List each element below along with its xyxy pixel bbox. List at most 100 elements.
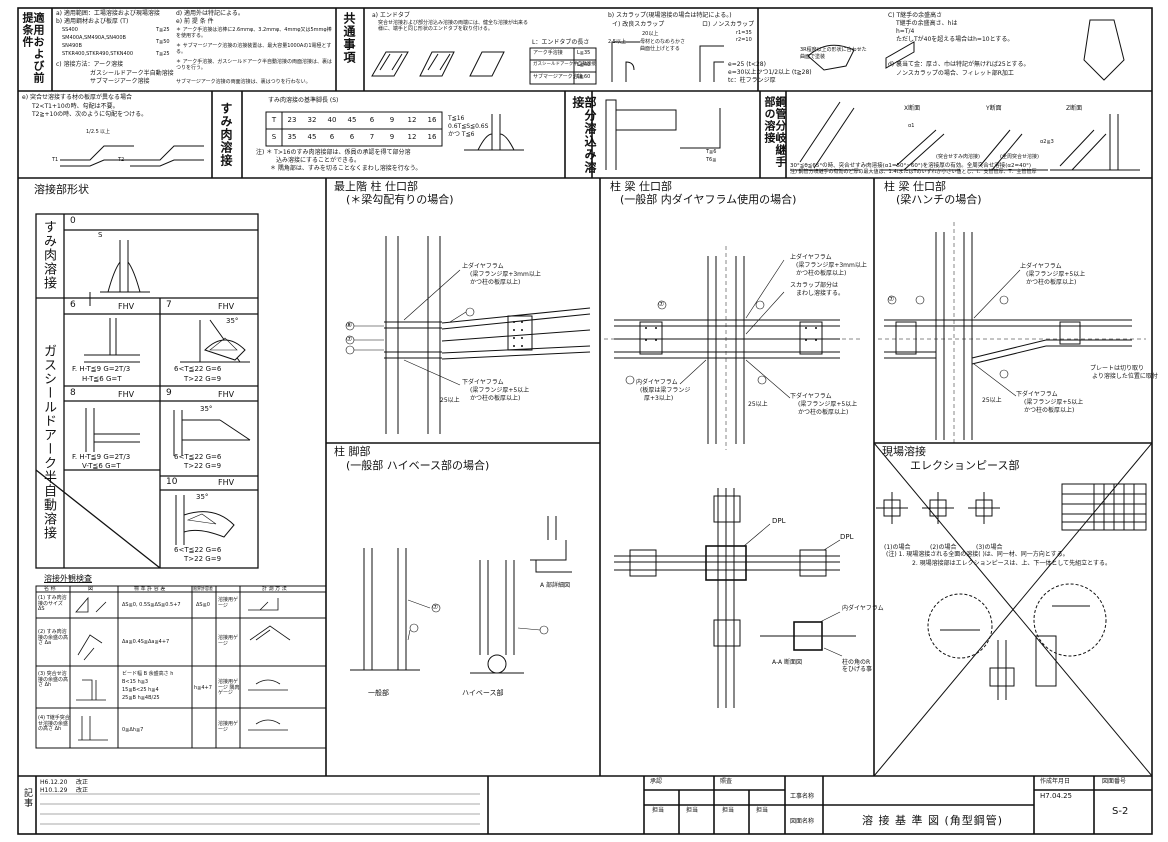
gaikan-head-3: 標 準 許 容 差 (134, 586, 166, 592)
p3-label-3: プレートは切り取り (1090, 365, 1145, 372)
tekiyou-grade-4: STKR400,STKR490,STKN400 (62, 51, 134, 57)
gaikan-row2-meth: 溶接用ゲージ (218, 635, 239, 647)
col-tanto-3: 担当 (722, 807, 735, 814)
bubun-dim-2: T6≦ (706, 157, 717, 163)
callout-8: ⑧ (346, 321, 353, 329)
cell-num-8: 8 (70, 388, 76, 398)
row2-left-s2: 以上 (100, 129, 111, 135)
sumi-right-3: かつ T≦6 (448, 131, 475, 138)
gaikan-row1-std: ΔS≧0, 0.5S≦ΔS≦0.5+7 (122, 602, 181, 608)
section-title-kyotsu: 共通事項 (342, 12, 356, 64)
tekiyou-line-c2: ガスシールドアーク半自動溶接 (90, 70, 174, 77)
zumen-label: 図面名称 (790, 818, 815, 825)
sumi-s-5: 7 (369, 133, 375, 141)
p6-legend-3: (3)の場合 (976, 544, 1003, 551)
cell-sym-0: S (98, 231, 103, 239)
kyotsu-b-note3: tc：柱フランジ厚 (728, 77, 776, 84)
cell-sym-7: FHV (218, 302, 235, 311)
gaikan-row2-name: (2) すみ肉溶接の余盛の高さ Δa (38, 629, 69, 646)
gaikan-row3-lim: h≦4+7 (194, 685, 212, 691)
kyotsu-b-s8: 曲面で塗装 (800, 54, 826, 60)
p3-label-8: 25以上 (982, 397, 1002, 404)
panel2-subtitle: (一般部 内ダイヤフラム使用の場合) (620, 193, 797, 206)
sumi-note-2: ＊ 隅角部は、すみを切ることなくまわし溶接を行なう。 (270, 165, 422, 172)
sumi-s-head: S (271, 133, 277, 141)
p2-label-0: 上ダイヤフラム (790, 254, 832, 261)
tekiyou-grade-2: SM400A,SM490A,SN400B (62, 35, 126, 41)
rev-1-date: H6.12.20 (40, 779, 68, 786)
gaikan-row3-std3: 15≦B<25 h≦4 (122, 687, 159, 693)
sumi-t-4: 45 (347, 116, 357, 124)
p3-label-2: かつ柱の板厚以上) (1026, 279, 1077, 286)
kyotsu-b-s5: 母材とのなめらかさ (640, 39, 685, 45)
cell-sym-8: FHV (118, 390, 135, 399)
tekiyou-grade-1: SS400 (62, 27, 78, 33)
tekiyou-right-1: ＊ アーク手溶接は溶棒に2.6mmφ、3.2mmφ、4mmφ又は5mmφ棒を使用… (176, 27, 332, 39)
left-panel-title: 溶接部形状 (34, 183, 89, 196)
p1-label-1: (梁フランジ厚+3mm以上 (470, 271, 541, 278)
p2-label-11: 25以上 (748, 401, 768, 408)
cell-angle-9: 35° (200, 405, 213, 413)
cell-spec-10a: 6<T≦22 G=6 (174, 546, 222, 554)
p3-label-5: 下ダイヤフラム (1016, 391, 1058, 398)
p1-label-5: かつ柱の板厚以上) (470, 395, 521, 402)
gaikan-row1-name: (1) すみ肉溶接のサイズ ΔS (38, 595, 67, 612)
tekiyou-line-b: b) 適用鋼材および板厚 (T) (56, 18, 129, 25)
kiroku-label: 記事 (22, 788, 32, 808)
tekiyou-right-e: e) 前 提 条 件 (176, 18, 214, 25)
cell-num-7: 7 (166, 300, 172, 310)
kyotsu-b-s6: 曲面仕上げとする (640, 46, 680, 52)
sumi-note-1b: 込み溶接にすることができる。 (276, 157, 360, 164)
p6-note-2: 2. 現場溶接部はエレクションピースは、上、下一体として先組立とする。 (912, 560, 1111, 567)
endtab-row-1-val: L≧35 (577, 50, 591, 56)
tekiyou-right-4: サブマージアーク溶接の両面溶接は、裏はつりを行わない。 (176, 79, 311, 85)
kyotsu-c-l1: T継手の余盛高さ、hは (896, 20, 958, 27)
tekiyou-line-a: a) 適用範囲：工場溶接および現場溶接 (56, 10, 160, 17)
kouji-label: 工事名称 (790, 793, 815, 800)
sumi-s-6: 9 (389, 133, 395, 141)
panel2-title: 柱 梁 仕口部 (610, 180, 672, 193)
p4-label-2: A 部詳細図 (540, 582, 571, 589)
gaikan-row4-std: 0≦Δh≦7 (122, 727, 144, 733)
kyotsu-c-l3: ただしTが40を超える場合はh=10とする。 (896, 36, 1014, 43)
cell-angle-7: 35° (226, 317, 239, 325)
p4-label-1: ハイベース部 (462, 689, 504, 697)
cell-spec-7b: T>22 G=9 (184, 375, 222, 383)
cell-spec-9b: T>22 G=9 (184, 462, 222, 470)
sumi-t-3: 40 (327, 116, 337, 124)
p3-label-6: (梁フランジ厚+5以上 (1024, 399, 1084, 406)
p6-note-1: (注) 1. 現場溶接される全面の溶接( )は、同一材、同一方向とする。 (886, 551, 1069, 558)
section-title-sumi: すみ肉溶接 (219, 102, 233, 167)
cell-num-0: 0 (70, 216, 76, 226)
tekiyou-grade-3: SN490B (62, 43, 82, 49)
gaikan-row4-name: (4) T継手突合せ溶接の余盛の高さ Δh (38, 715, 70, 732)
cell-num-6: 6 (70, 300, 76, 310)
gaikan-title: 溶接外観検査 (44, 574, 92, 583)
sumi-s-4: 6 (349, 133, 355, 141)
gaikan-row3-std2: B<15 h≦3 (122, 679, 149, 685)
gaikan-row3-std: ビード幅 B 余盛高さ h (122, 671, 174, 677)
bubun-dim-1: T≦6 (706, 149, 717, 155)
p1-label-2: かつ柱の板厚以上) (470, 279, 521, 286)
row2-left-1: T2<T1+10の時、勾配は不要。 (32, 103, 119, 110)
sumi-s-2: 45 (307, 133, 317, 141)
cell-spec-8a: F. H-T≦9 G=2T/3 (72, 453, 131, 461)
p6-legend-2: (2)の場合 (930, 544, 957, 551)
panel6-subtitle: エレクションピース部 (910, 459, 1020, 472)
gaikan-row3-meth: 溶接用ゲージ 隅肉ゲージ (218, 679, 240, 696)
tekiyou-right-3: ＊ アーク手溶接、ガスシールドアーク半自動溶接の両面溶接は、裏はつりを行う。 (176, 59, 332, 71)
p5-label-2: 内ダイヤフラム (842, 605, 884, 612)
tekiyou-line-c: c) 溶接方法：アーク溶接 (56, 61, 124, 68)
gaikan-row4-meth: 溶接用ゲージ (218, 721, 239, 733)
sumi-right-2: 0.6T≦S≦0.6S (448, 123, 489, 130)
sumi-s-7: 12 (407, 133, 417, 141)
cell-sym-9: FHV (218, 390, 235, 399)
kyotsu-b-s4: 2.5以上 (608, 39, 626, 45)
p6-legend-1: (1)の場合 (884, 544, 911, 551)
tekiyou-t-2: T≦50 (156, 39, 170, 45)
p4-label-0: 一般部 (368, 689, 389, 697)
p3-label-7: かつ柱の板厚以上) (1024, 407, 1075, 414)
p5-label-4: 柱の角のRをひげる事 (842, 659, 873, 673)
sumi-s-8: 16 (427, 133, 437, 141)
sumi-t-6: 9 (389, 116, 395, 124)
